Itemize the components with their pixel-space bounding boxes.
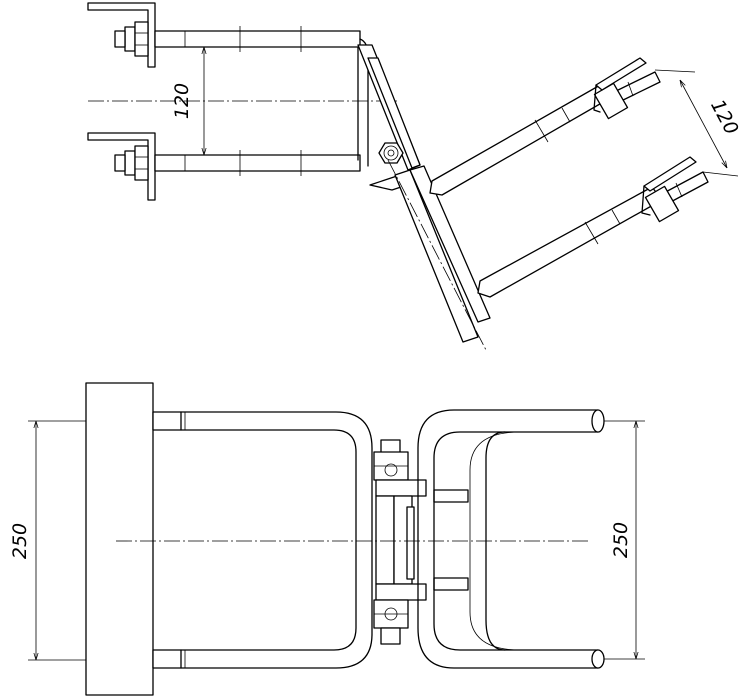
hinge-column — [373, 439, 427, 645]
top-left-spacing-label: 120 — [171, 83, 193, 119]
mounting-block — [85, 382, 182, 696]
right-u-bolt — [417, 409, 605, 669]
left-u-bolt — [180, 411, 373, 669]
top-right-spacing-label: 120 — [706, 96, 741, 138]
cross-plate — [433, 489, 469, 591]
top-view: 120 — [87, 2, 741, 351]
left-angle-bracket-lower — [87, 132, 156, 201]
bottom-right-height-label: 250 — [610, 522, 632, 558]
right-bolt-lower — [477, 156, 709, 298]
hinge-nut — [378, 142, 404, 164]
left-bolt-upper — [114, 21, 361, 57]
angled-arm — [387, 159, 491, 351]
top-right-dimension — [654, 69, 739, 177]
bottom-view: 250 — [9, 382, 645, 696]
bottom-left-height-label: 250 — [9, 523, 31, 559]
left-bolt-lower — [114, 145, 361, 181]
left-angle-bracket-upper — [87, 2, 156, 68]
right-bolt-upper — [429, 57, 661, 196]
